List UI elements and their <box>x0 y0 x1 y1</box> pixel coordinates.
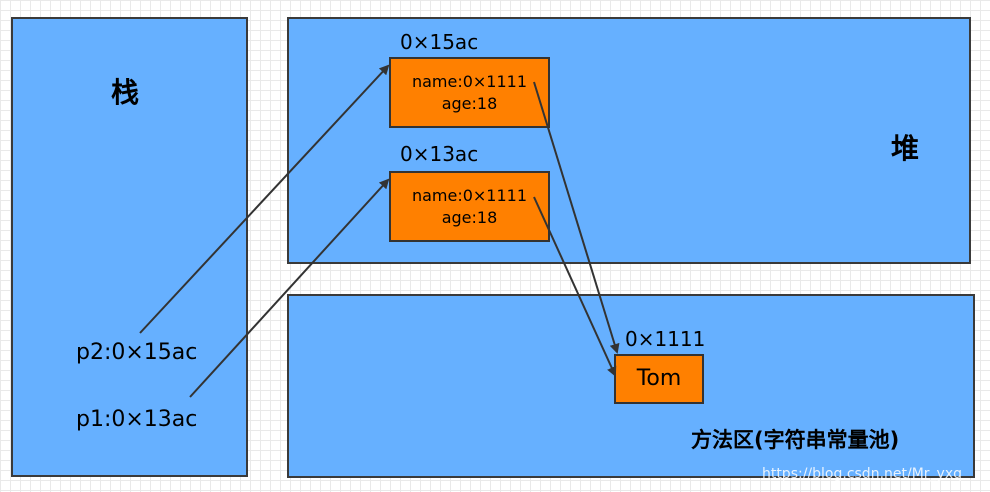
heap-object-field: age:18 <box>441 207 498 227</box>
method-area-title: 方法区(字符串常量池) <box>691 428 900 452</box>
stack-variable-p1: p1:0×13ac <box>76 407 198 432</box>
heap-object-field: name:0×1111 <box>411 185 528 205</box>
string-object: Tom <box>614 354 704 404</box>
heap-object-field: age:18 <box>441 93 498 113</box>
stack-variable-p2: p2:0×15ac <box>76 340 198 365</box>
stack-title: 栈 <box>111 76 140 109</box>
heap-object-address: 0×13ac <box>400 142 479 166</box>
heap-object-address: 0×15ac <box>400 30 479 54</box>
heap-object-field: name:0×1111 <box>411 71 528 91</box>
heap-region: 堆 <box>287 17 971 264</box>
heap-object: name:0×1111 age:18 <box>389 171 550 242</box>
string-address: 0×1111 <box>625 327 706 351</box>
heap-title: 堆 <box>891 132 920 165</box>
heap-object: name:0×1111 age:18 <box>389 57 550 128</box>
watermark: https://blog.csdn.net/Mr_yxq <box>761 466 962 482</box>
string-value: Tom <box>636 366 682 391</box>
